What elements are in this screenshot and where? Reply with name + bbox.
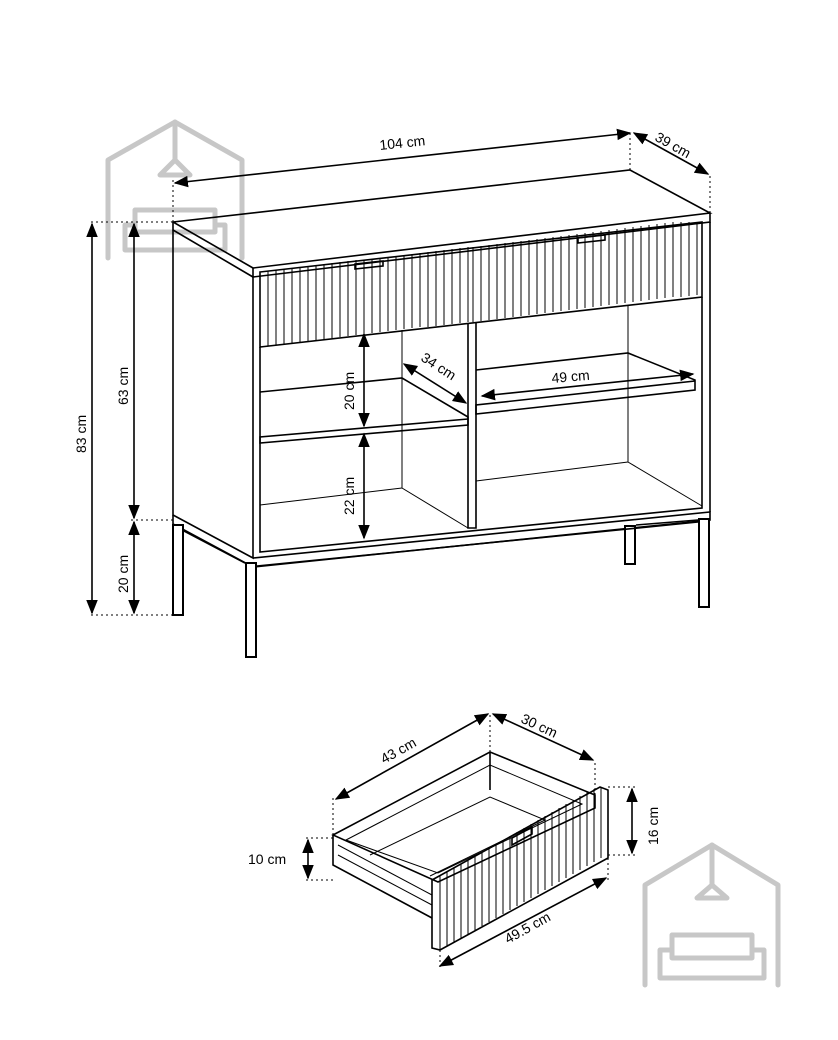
upper-clearance-label: 20 cm: [341, 372, 357, 410]
drawer-fluting: [267, 222, 698, 346]
watermark-logo-bottom: [642, 842, 781, 988]
cabinet-left-side: [172, 230, 254, 560]
leg-height-label: 20 cm: [115, 555, 131, 593]
drawer-drawing: [331, 751, 609, 951]
drawer-length-line: [334, 713, 490, 800]
front-width-line: [438, 877, 608, 967]
depth-dimension-line: [632, 132, 710, 175]
width-dimension-line: [173, 128, 632, 188]
centre-divider: [467, 322, 477, 529]
shelf-left: [259, 377, 469, 444]
width-label: 104 cm: [379, 132, 426, 153]
depth-label: 39 cm: [653, 129, 694, 161]
shelf-width-label: 49 cm: [551, 367, 590, 386]
drawer-handle-left: [354, 260, 384, 270]
front-height-label: 16 cm: [645, 807, 661, 845]
drawer-front-handle: [511, 825, 533, 847]
cabinet-top: [170, 169, 713, 269]
shelf-depth-line: [402, 363, 468, 404]
shelf-depth-label: 34 cm: [418, 349, 459, 383]
sideboard-drawing: [170, 169, 713, 658]
drawer-depth-label: 30 cm: [519, 710, 560, 741]
total-height-label: 83 cm: [73, 415, 89, 453]
body-height-label: 63 cm: [115, 367, 131, 405]
watermark-logo-top: [105, 119, 245, 261]
drawer-length-label: 43 cm: [378, 734, 419, 766]
front-width-label: 49.5 cm: [502, 908, 553, 946]
cabinet-dimensions: 104 cm 39 cm 83 cm 63 cm 20 cm 20 cm 22 …: [73, 128, 711, 616]
compartment-frame: [259, 297, 703, 553]
drawer-depth-line: [491, 713, 595, 761]
side-height-label: 10 cm: [248, 851, 286, 867]
drawer-handle-right: [577, 234, 606, 244]
shelf-width-line: [480, 369, 695, 401]
shelf-right: [475, 352, 696, 415]
lower-clearance-label: 22 cm: [341, 477, 357, 515]
